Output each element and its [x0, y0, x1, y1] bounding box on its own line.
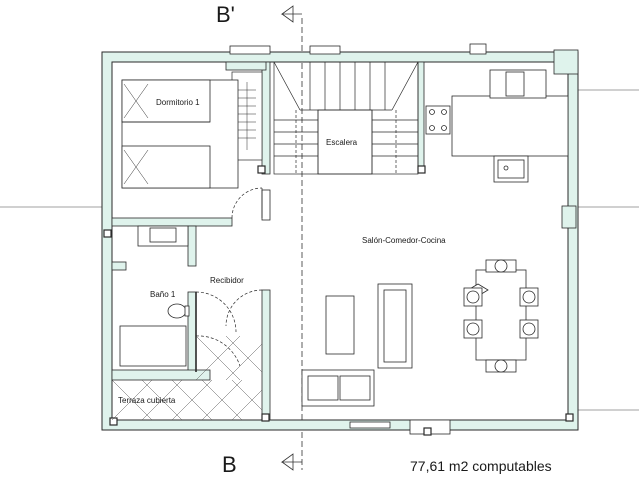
bathroom-fixtures: [119, 303, 190, 367]
section-label-top: B': [216, 2, 235, 27]
room-label-bathroom: Baño 1: [150, 290, 176, 299]
area-caption: 77,61 m2 computables: [410, 458, 552, 474]
axis-lines: [0, 89, 639, 411]
room-label-terrace: Terraza cubierta: [118, 396, 176, 405]
room-label-bedroom: Dormitorio 1: [156, 98, 200, 107]
doors: [195, 187, 263, 372]
room-label-stairs: Escalera: [326, 138, 358, 147]
exterior-walls: [101, 43, 579, 435]
columns: [103, 165, 574, 436]
room-label-hall: Recibidor: [210, 276, 244, 285]
vanity: [137, 225, 189, 247]
section-label-bottom: B: [222, 452, 237, 477]
staircase: [273, 61, 419, 175]
kitchen: [425, 69, 569, 183]
living-furniture: [301, 283, 413, 407]
section-line: [280, 5, 303, 471]
room-label-living: Salón-Comedor-Cocina: [362, 236, 446, 245]
dining-set: [463, 259, 539, 373]
beds: [121, 79, 239, 189]
terrace-tiling: [112, 336, 262, 420]
